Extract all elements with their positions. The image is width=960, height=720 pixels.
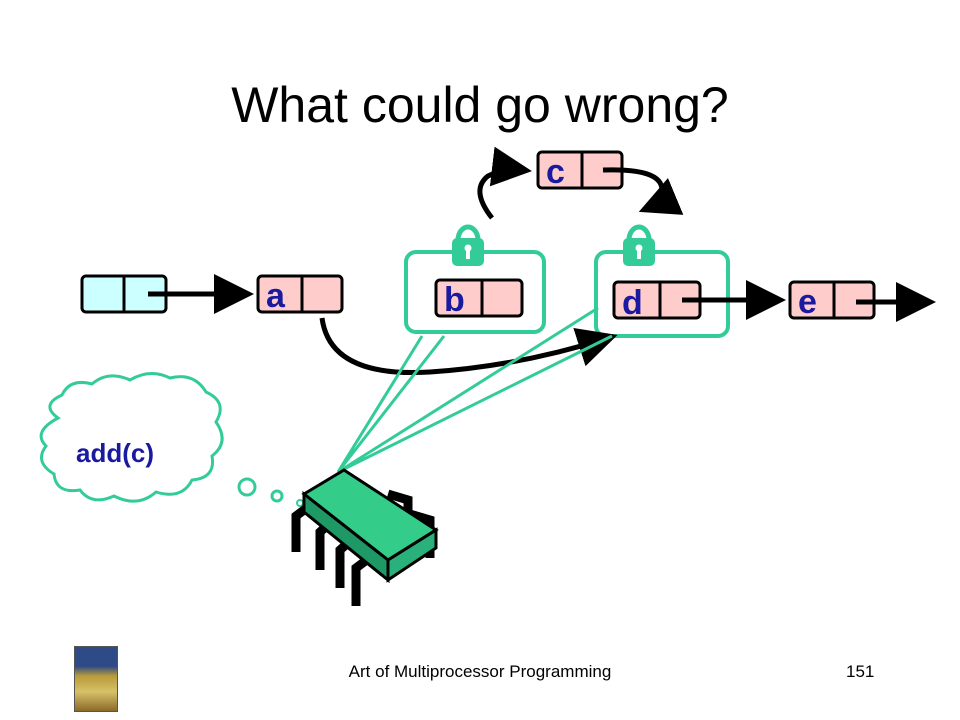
- pointer-b-to-c: [477, 146, 532, 220]
- node-label-c: c: [546, 153, 565, 191]
- node-label-a: a: [266, 277, 286, 315]
- slide-title: What could go wrong?: [231, 77, 729, 133]
- list-node-d: d: [612, 280, 702, 322]
- node-label-b: b: [444, 281, 465, 319]
- page-number: 151: [846, 662, 875, 681]
- thought-text: add(c): [76, 438, 154, 468]
- node-label-d: d: [622, 284, 643, 322]
- pointer-c-to-d: [602, 167, 684, 215]
- node-label-e: e: [798, 283, 817, 321]
- list-node-c: c: [536, 150, 624, 191]
- list-node-b: b: [434, 278, 524, 319]
- list-node-a: a: [256, 274, 344, 315]
- book-cover-icon: [74, 646, 118, 712]
- processor-chip-icon: [291, 468, 439, 606]
- lock-icon: [452, 224, 484, 266]
- lock-icon: [623, 224, 655, 266]
- footer-text: Art of Multiprocessor Programming: [348, 662, 612, 681]
- pointer-a-to-d: [319, 317, 618, 376]
- thought-bubble: add(c): [39, 372, 304, 507]
